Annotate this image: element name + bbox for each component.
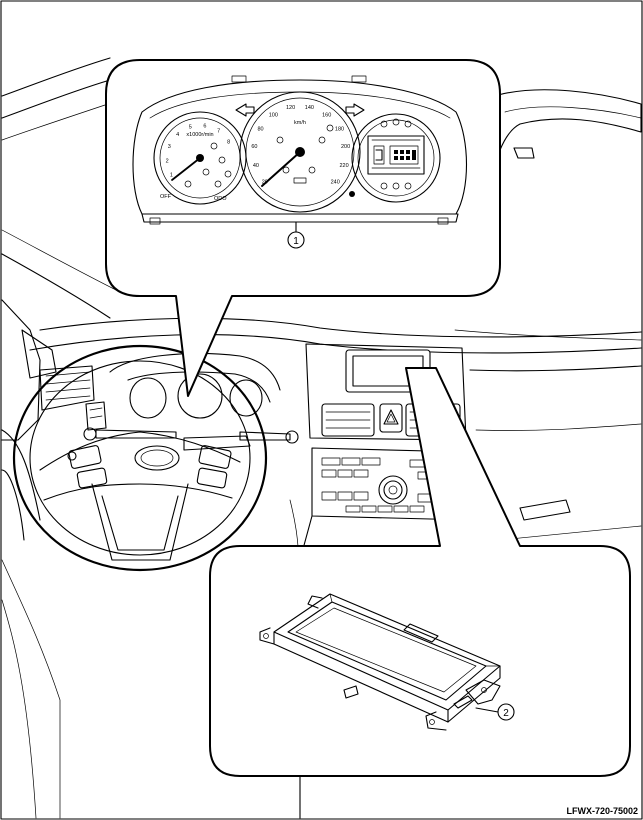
info-lcd bbox=[367, 135, 425, 175]
tick-label: 8 bbox=[227, 140, 230, 146]
tick-label: 5 bbox=[189, 125, 192, 131]
callout-1 bbox=[287, 231, 305, 249]
tick-label: 2 bbox=[166, 159, 169, 165]
left-turn-arrow-icon bbox=[235, 103, 255, 117]
tick-label: 1 bbox=[170, 173, 173, 179]
speedometer bbox=[239, 91, 361, 213]
callout-1-number: 1 bbox=[293, 236, 299, 247]
diagram-id: LFWX-720-75002 bbox=[566, 806, 638, 816]
tick-label: 6 bbox=[203, 123, 206, 129]
tick-label: 100 bbox=[269, 113, 278, 119]
right-turn-arrow-icon bbox=[345, 103, 365, 117]
callout-2-number: 2 bbox=[503, 708, 509, 719]
audio-knob bbox=[378, 475, 408, 505]
tach-unit: x1000r/min bbox=[186, 132, 213, 138]
tick-label: 4 bbox=[176, 132, 179, 138]
instrument-cluster bbox=[132, 79, 467, 215]
hazard-button bbox=[379, 403, 403, 433]
info-display-gauge bbox=[351, 113, 441, 203]
odo-label: ODO bbox=[214, 196, 227, 202]
tick-label: 80 bbox=[257, 126, 263, 132]
glovebox-handle bbox=[519, 499, 571, 521]
callout-2 bbox=[497, 703, 515, 721]
tick-label: 240 bbox=[331, 180, 340, 186]
display-callout: 2 bbox=[209, 367, 631, 777]
tick-label: 200 bbox=[341, 144, 350, 150]
info-lower-icons bbox=[380, 182, 412, 190]
speed-warning-icons bbox=[276, 124, 334, 184]
tach-warning-icons bbox=[184, 142, 232, 188]
display-unit bbox=[259, 593, 501, 731]
info-display-icons bbox=[380, 118, 412, 128]
tick-label: 140 bbox=[305, 105, 314, 111]
tick-label: 180 bbox=[335, 126, 344, 132]
tick-label: 120 bbox=[286, 105, 295, 111]
steering-wheel bbox=[12, 344, 268, 572]
tick-label: 60 bbox=[251, 144, 257, 150]
tick-label: 220 bbox=[340, 163, 349, 169]
tick-label: 40 bbox=[253, 163, 259, 169]
speed-unit: km/h bbox=[294, 120, 306, 126]
off-label: OFF bbox=[160, 194, 172, 200]
tick-label: 3 bbox=[168, 144, 171, 150]
tick-label: 7 bbox=[217, 129, 220, 135]
tach-tick-labels: 1 2 34 5 6 7 8 bbox=[166, 123, 231, 178]
tick-label: 160 bbox=[322, 113, 331, 119]
